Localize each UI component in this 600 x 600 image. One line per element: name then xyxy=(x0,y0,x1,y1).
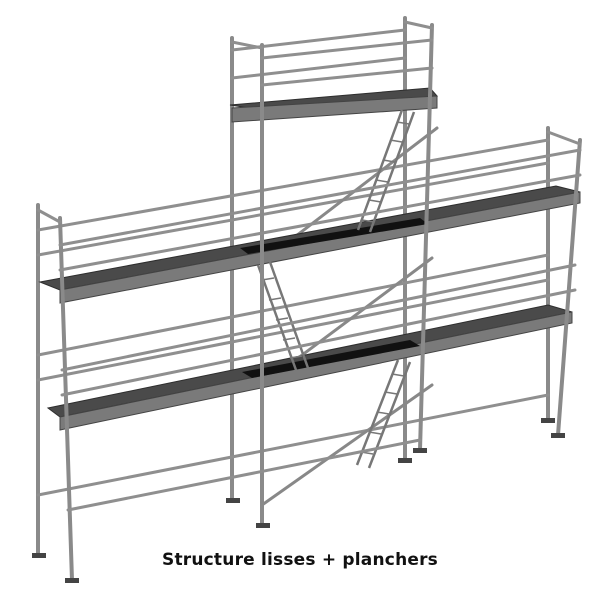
top-deck xyxy=(229,87,439,123)
base-plates xyxy=(32,418,565,583)
image-caption: Structure lisses + planchers xyxy=(162,550,438,570)
upper-deck xyxy=(38,185,581,304)
lower-deck xyxy=(46,304,573,431)
front-rails xyxy=(36,20,582,512)
front-posts xyxy=(58,23,582,582)
ladders xyxy=(256,109,416,469)
